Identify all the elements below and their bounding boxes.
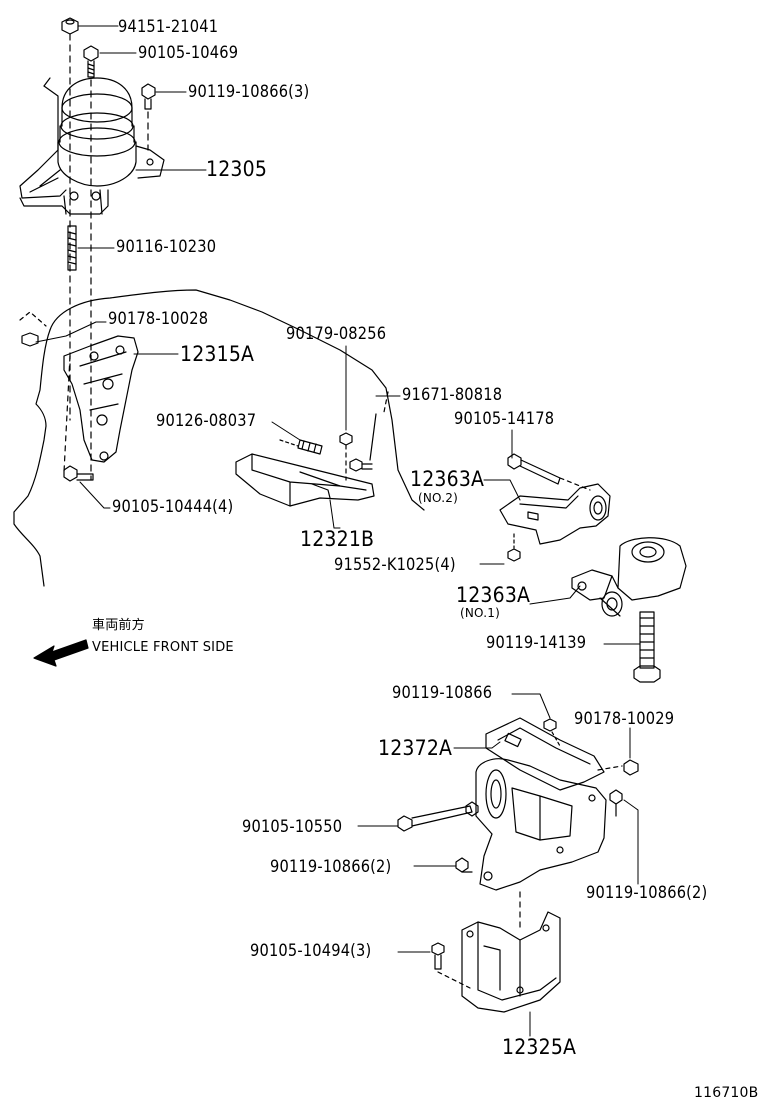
label-90179-08256: 90179-08256 (286, 324, 387, 344)
label-91671-80818: 91671-80818 (402, 385, 503, 405)
label-90105-14178: 90105-14178 (454, 409, 555, 429)
leader-lines (35, 25, 641, 1037)
label-90116-10230: 90116-10230 (116, 237, 217, 257)
label-90178-10028: 90178-10028 (108, 309, 209, 329)
label-12363a-no2-sub: (NO.2) (418, 491, 458, 505)
front-side-jp: 車両前方 (92, 618, 145, 633)
label-90105-10469: 90105-10469 (138, 43, 239, 63)
front-arrow-icon (33, 639, 89, 667)
label-90126-08037: 90126-08037 (156, 411, 257, 431)
label-90119-10866: 90119-10866 (392, 683, 493, 703)
label-90105-10444-4: 90105-10444(4) (112, 497, 234, 517)
label-94151-21041: 94151-21041 (118, 17, 219, 37)
label-12363a-no2: 12363A (410, 467, 485, 491)
label-12315a: 12315A (180, 342, 255, 366)
label-90178-10029: 90178-10029 (574, 709, 675, 729)
label-12305: 12305 (206, 157, 268, 181)
bracket-12321b (235, 391, 389, 507)
label-12321b: 12321B (300, 527, 375, 551)
bracket-12372a (397, 717, 639, 931)
label-12363a-no1-sub: (NO.1) (460, 606, 500, 620)
label-12372a: 12372A (378, 736, 453, 760)
bracket-12325a (431, 911, 561, 1013)
label-12363a-no1: 12363A (456, 583, 531, 607)
label-90119-14139: 90119-14139 (486, 633, 587, 653)
label-91552-k1025-4: 91552-K1025(4) (334, 555, 456, 575)
label-90105-10550: 90105-10550 (242, 817, 343, 837)
front-side-en: VEHICLE FRONT SIDE (92, 640, 234, 655)
engine-bracket-12315a (13, 289, 425, 587)
label-12325a: 12325A (502, 1035, 577, 1059)
label-90119-10866-2-right: 90119-10866(2) (586, 883, 708, 903)
figure-reference: 116710B (694, 1085, 759, 1101)
label-90119-10866-2-left: 90119-10866(2) (270, 857, 392, 877)
mount-12363a (499, 453, 687, 683)
label-90105-10494-3: 90105-10494(3) (250, 941, 372, 961)
label-90119-10866-3: 90119-10866(3) (188, 82, 310, 102)
